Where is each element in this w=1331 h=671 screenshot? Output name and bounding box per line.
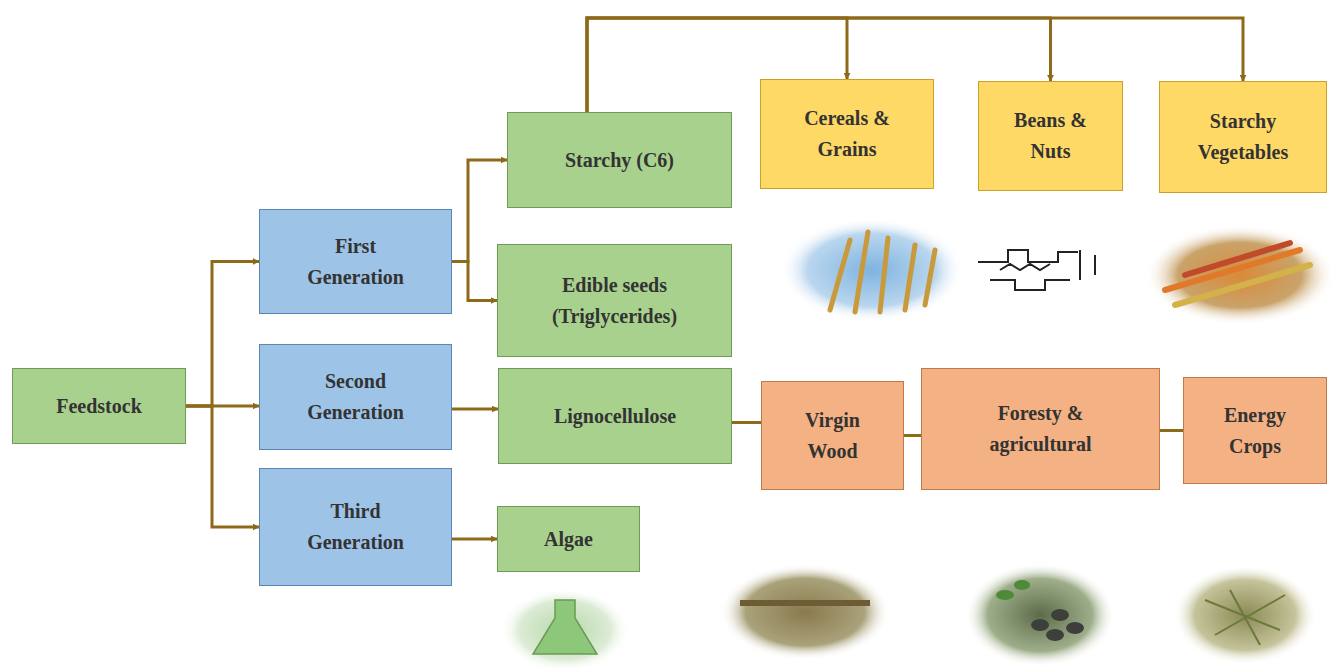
node-label: Foresty & agricultural	[971, 398, 1111, 460]
connector-arrow	[452, 262, 497, 301]
feedstock-type-box: Edible seeds (Triglycerides)	[497, 244, 732, 357]
node-label: Feedstock	[56, 391, 142, 422]
node-label: Algae	[544, 524, 593, 555]
source-box: Starchy Vegetables	[1159, 81, 1327, 193]
node-label: Beans & Nuts	[1003, 105, 1098, 167]
source-box: Cereals & Grains	[760, 79, 934, 189]
feedstock-type-box: Lignocellulose	[498, 368, 732, 464]
feedstock-type-box: Algae	[497, 506, 640, 572]
node-label: Starchy Vegetables	[1183, 106, 1303, 168]
source-box: Virgin Wood	[761, 381, 904, 490]
node-label: Second Generation	[291, 366, 421, 428]
connector-arrow	[186, 262, 259, 407]
node-label: Third Generation	[291, 496, 421, 558]
root-box: Feedstock	[12, 368, 186, 444]
node-label: Virgin Wood	[793, 405, 873, 467]
node-label: Edible seeds (Triglycerides)	[520, 270, 710, 332]
connector-arrow	[452, 538, 497, 541]
node-label: First Generation	[291, 231, 421, 293]
generation-box: Third Generation	[259, 468, 452, 586]
node-label: Cereals & Grains	[792, 103, 902, 165]
node-label: Lignocellulose	[554, 401, 676, 432]
source-box: Beans & Nuts	[978, 81, 1123, 191]
generation-box: Second Generation	[259, 344, 452, 450]
node-label: Starchy (C6)	[565, 145, 674, 176]
connector-arrow	[904, 434, 921, 437]
generation-box: First Generation	[259, 209, 452, 314]
connector-arrow	[452, 408, 498, 411]
connector-arrow	[1160, 429, 1183, 432]
connector-arrow	[732, 421, 761, 424]
node-label: Energy Crops	[1208, 400, 1303, 462]
source-box: Foresty & agricultural	[921, 368, 1160, 490]
feedstock-type-box: Starchy (C6)	[507, 112, 732, 208]
source-box: Energy Crops	[1183, 377, 1327, 484]
connector-arrow	[186, 406, 259, 527]
